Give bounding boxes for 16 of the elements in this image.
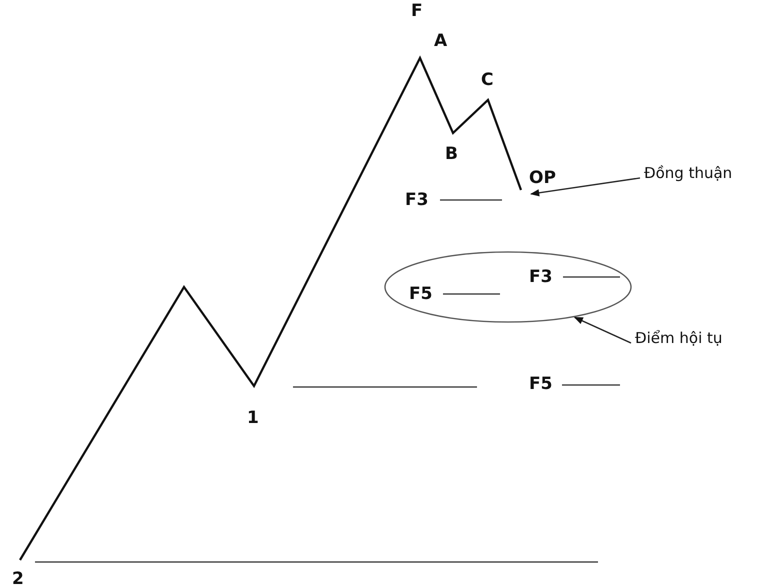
wave-label: F3 (529, 269, 552, 286)
wave-label: F (411, 3, 423, 20)
wave-label: B (445, 146, 458, 163)
wave-label: F3 (405, 192, 428, 209)
wave-label: 2 (12, 571, 24, 588)
pointer-arrow (574, 316, 632, 344)
wave-label: 1 (247, 410, 259, 427)
annotation-text: Đồng thuận (644, 166, 734, 181)
pointer-arrow (530, 177, 640, 196)
wave-label: F5 (409, 286, 432, 303)
wave-label: F5 (529, 376, 552, 393)
wave-label: A (434, 33, 448, 50)
confluence-ellipse (384, 251, 632, 323)
wave-label: OP (529, 170, 557, 187)
wave-label: C (481, 72, 494, 89)
annotation-text: Điểm hội tụ (635, 331, 724, 346)
